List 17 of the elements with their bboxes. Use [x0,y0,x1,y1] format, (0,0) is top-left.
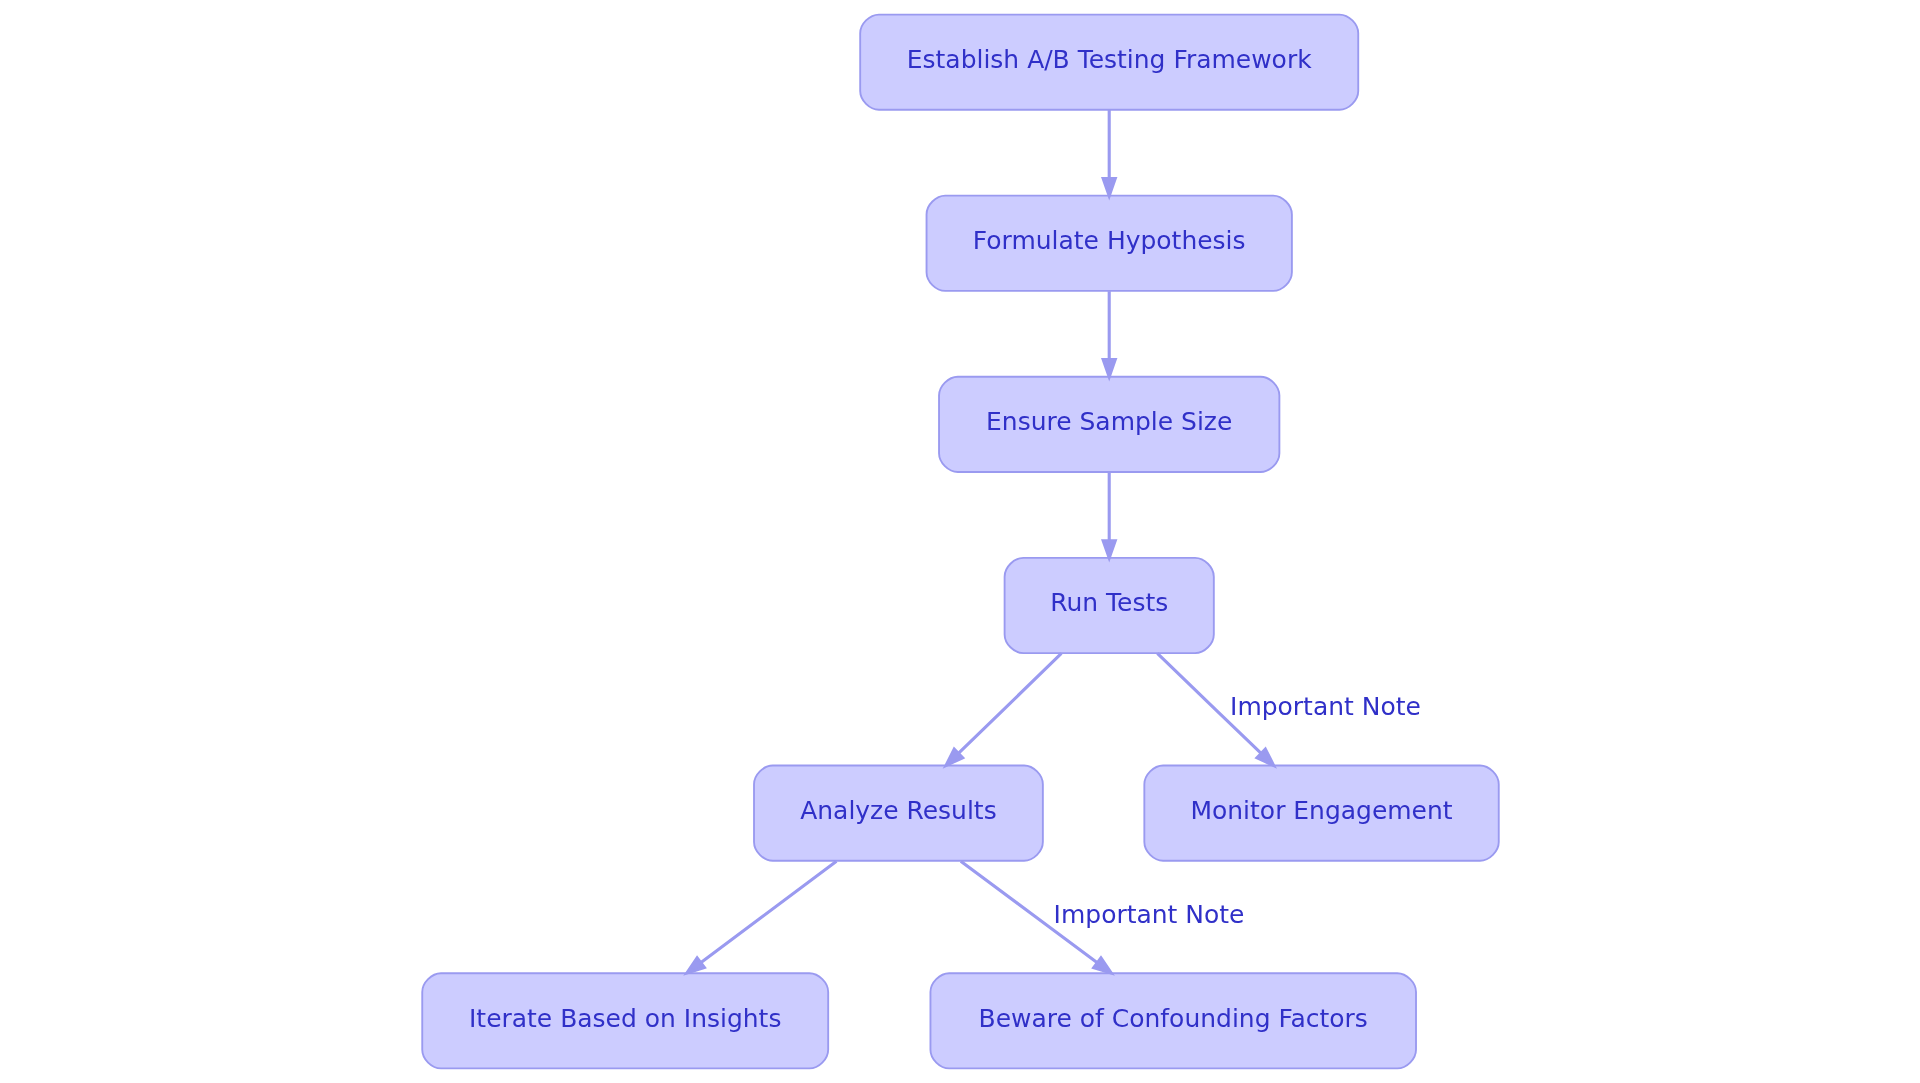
arrow [1100,110,1117,201]
node-box: Monitor Engagement [1142,764,1500,862]
node-box: Establish A/B Testing Framework [858,13,1359,111]
node-box: Formulate Hypothesis [925,194,1293,292]
arrow [1100,472,1117,563]
arrow [1155,652,1277,769]
node-box: Analyze Results [752,764,1044,862]
arrow [959,859,1115,976]
arrow [942,652,1062,769]
node-box: Ensure Sample Size [937,375,1280,473]
edge-label: Important Note [1053,899,1244,929]
node-box: Iterate Based on Insights [420,972,829,1070]
node-box: Beware of Confounding Factors [929,972,1417,1070]
node-box: Run Tests [1003,556,1215,655]
arrow [1100,291,1117,382]
arrow [682,859,837,976]
edge-label: Important Note [1229,692,1421,722]
